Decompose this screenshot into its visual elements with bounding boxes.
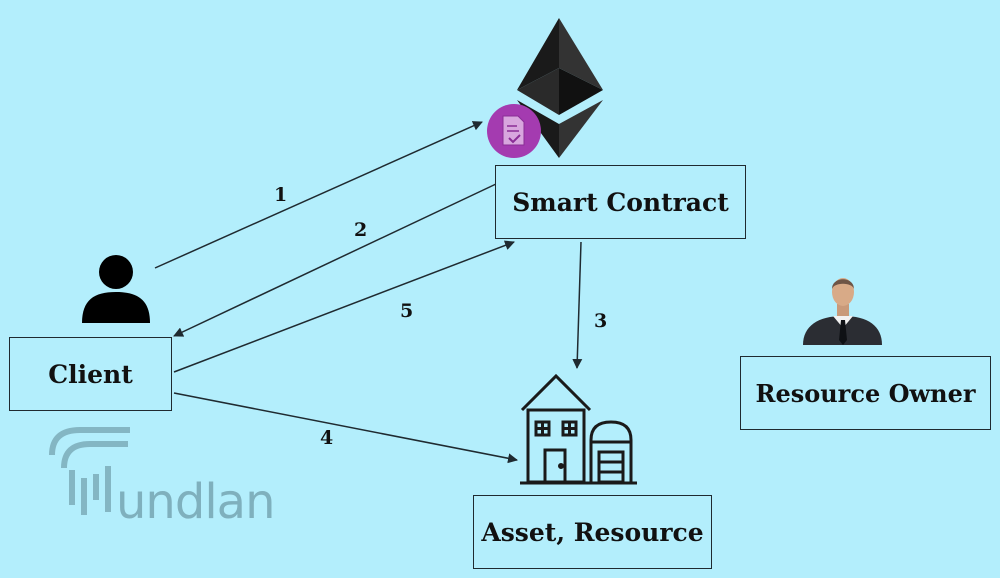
arrow-2-contract-to-client — [173, 183, 497, 337]
step-label-2: 2 — [354, 219, 368, 241]
arrow-1-client-to-contract — [154, 121, 483, 269]
arrow-4-client-to-asset — [173, 392, 518, 464]
asset-resource-box: Asset, Resource — [473, 495, 712, 569]
step-label-4: 4 — [320, 427, 334, 449]
step-label-5: 5 — [400, 300, 414, 322]
arrow-3-contract-to-asset — [572, 241, 583, 369]
client-box: Client — [9, 337, 172, 411]
smart-contract-box: Smart Contract — [495, 165, 746, 239]
arrow-5-client-to-contract — [173, 240, 515, 373]
step-label-1: 1 — [274, 184, 288, 206]
step-label-3: 3 — [594, 310, 608, 332]
resource-owner-box: Resource Owner — [740, 356, 991, 430]
watermark-text: undlan — [116, 474, 275, 530]
